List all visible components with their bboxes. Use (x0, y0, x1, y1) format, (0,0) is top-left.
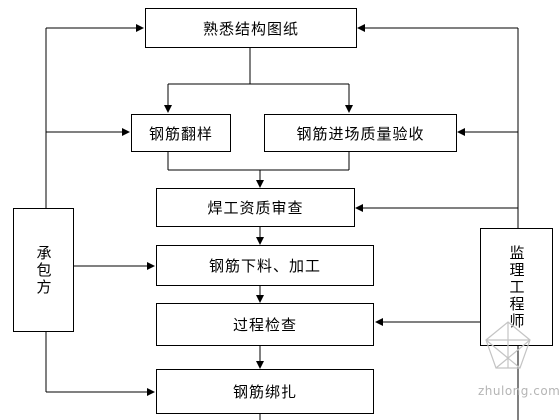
node-welder-qualification-review: 焊工资质审查 (156, 188, 355, 227)
node-rebar-layout: 钢筋翻样 (131, 114, 231, 152)
watermark-text: zhulong.com (478, 384, 560, 398)
node-welder-qualification-review-label: 焊工资质审查 (207, 199, 304, 217)
node-rebar-layout-label: 钢筋翻样 (148, 124, 213, 143)
node-rebar-cutting-processing: 钢筋下料、加工 (156, 245, 374, 286)
watermark-logo-icon (485, 321, 531, 369)
node-rebar-incoming-inspection: 钢筋进场质量验收 (264, 114, 457, 152)
node-rebar-cutting-processing-label: 钢筋下料、加工 (208, 257, 321, 275)
node-rebar-incoming-inspection-label: 钢筋进场质量验收 (296, 124, 425, 143)
node-familiarize-drawings-label: 熟悉结构图纸 (202, 19, 299, 38)
role-supervising-engineer: 监理工程师 (480, 228, 553, 346)
role-supervising-engineer-label: 监理工程师 (507, 244, 526, 330)
node-rebar-tying: 钢筋绑扎 (156, 369, 374, 414)
node-rebar-tying-label: 钢筋绑扎 (232, 383, 297, 401)
node-process-inspection: 过程检查 (156, 303, 374, 346)
node-process-inspection-label: 过程检查 (232, 316, 297, 334)
role-contractor-label: 承包方 (34, 244, 53, 296)
node-familiarize-drawings: 熟悉结构图纸 (145, 8, 357, 48)
role-contractor: 承包方 (13, 208, 74, 332)
